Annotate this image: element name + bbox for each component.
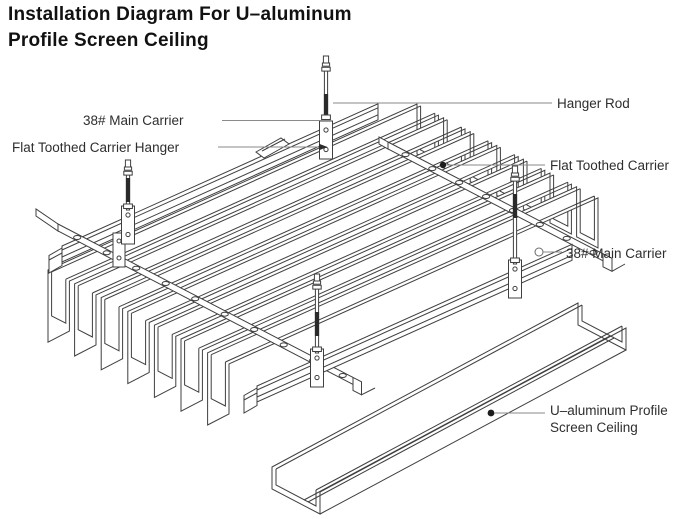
flat-toothed-carrier-hanger-hole bbox=[116, 255, 122, 261]
flat-toothed-carrier-front-hole bbox=[132, 265, 141, 271]
hanger-rod-left-bracket-hole bbox=[125, 212, 131, 218]
hanger-rod-top-bracket bbox=[319, 120, 333, 160]
hanger-rod-center-thread bbox=[314, 312, 320, 336]
flat-toothed-carrier-back-hole bbox=[455, 180, 464, 185]
label-u-profile-line2: Screen Ceiling bbox=[550, 420, 638, 435]
flat-toothed-carrier-front-end bbox=[352, 376, 362, 396]
page-title-line1: Installation Diagram For U–aluminum bbox=[8, 4, 352, 25]
hanger-rod-right-bracket-hole bbox=[512, 266, 518, 272]
hanger-rod-left-bracket-hole bbox=[125, 231, 131, 238]
page-title: Installation Diagram For U–aluminum Prof… bbox=[8, 2, 468, 54]
hanger-rod-center-bracket-hole bbox=[314, 374, 320, 381]
flat-toothed-carrier-front-hole bbox=[250, 327, 259, 332]
u-profile-end-notch bbox=[184, 340, 200, 394]
flat-toothed-carrier-back-hole bbox=[589, 249, 598, 255]
carrier-clip-line bbox=[261, 138, 286, 152]
u-profile-end-notch bbox=[77, 285, 93, 338]
main-carrier-upper-end-cap-line bbox=[48, 252, 63, 261]
flat-toothed-carrier-back-tab bbox=[378, 136, 389, 150]
hanger-rod-top-head bbox=[322, 55, 330, 64]
main-carrier-lower-end-cap-line bbox=[243, 392, 258, 401]
label-flat-toothed-carrier: Flat Toothed Carrier bbox=[550, 158, 670, 173]
flat-toothed-carrier-back-hole bbox=[482, 194, 491, 199]
hanger-rod-center-collar bbox=[312, 284, 322, 290]
flat-toothed-carrier-back-hole bbox=[562, 235, 571, 241]
flat-toothed-carrier-back-hole bbox=[401, 152, 410, 158]
flat-toothed-carrier-front-hole bbox=[191, 296, 200, 302]
hanger-rod-right-nut bbox=[510, 257, 520, 263]
flat-toothed-carrier-front-tab bbox=[35, 208, 59, 232]
label-u-profile-line1: U–aluminum Profile bbox=[550, 403, 668, 418]
main-carrier-lower-end-cap bbox=[243, 387, 258, 414]
hanger-rod-right-collar bbox=[510, 176, 520, 182]
suspended-ceiling-assembly bbox=[35, 55, 626, 426]
u-profile-end-notch bbox=[130, 313, 147, 366]
u-aluminum-profile-detached bbox=[271, 302, 627, 515]
hanger-rod-left-head bbox=[124, 159, 132, 168]
hanger-rod-top-nut bbox=[321, 114, 331, 120]
label-main-carrier-left: 38# Main Carrier bbox=[83, 113, 184, 128]
label-main-carrier-right: 38# Main Carrier bbox=[566, 246, 667, 261]
leader-dot-flat-toothed-carrier bbox=[439, 161, 447, 169]
hanger-rod-right-bracket bbox=[508, 259, 522, 299]
u-profile-end-notch bbox=[579, 188, 595, 241]
label-hanger-rod: Hanger Rod bbox=[557, 96, 630, 111]
hanger-rod-center-nut bbox=[312, 346, 322, 352]
flat-toothed-carrier-front-hole bbox=[220, 311, 229, 317]
u-profile-end-notch bbox=[51, 271, 67, 325]
hanger-rod-center-bracket-hole bbox=[314, 355, 320, 361]
hanger-rod-center-bracket bbox=[310, 348, 324, 388]
flat-toothed-carrier-back-foot bbox=[611, 263, 626, 272]
flat-toothed-carrier-back-hole bbox=[428, 166, 437, 172]
hanger-rod-right-washer bbox=[510, 172, 520, 177]
hanger-rod-center-washer bbox=[312, 280, 322, 285]
hanger-rod-top-collar bbox=[321, 66, 331, 72]
flat-toothed-carrier-front-hole bbox=[279, 342, 288, 348]
hanger-rod-right-thread bbox=[512, 194, 518, 218]
hanger-rod-left-nut bbox=[123, 203, 133, 209]
u-profile-inner-edge bbox=[65, 112, 436, 280]
hanger-rod-left-bracket bbox=[121, 205, 135, 245]
flat-toothed-carrier-front-hole bbox=[338, 373, 347, 378]
flat-toothed-carrier-front-hole bbox=[102, 250, 111, 256]
flat-toothed-carrier-front-foot bbox=[361, 387, 376, 396]
label-flat-toothed-carrier-hanger: Flat Toothed Carrier Hanger bbox=[12, 140, 180, 155]
u-profile-end-notch bbox=[157, 327, 173, 380]
flat-toothed-carrier-front-hole bbox=[73, 235, 82, 240]
hanger-rod-right-shaft bbox=[512, 180, 518, 265]
hanger-rod-left-washer bbox=[123, 166, 133, 171]
u-profile-end-notch bbox=[104, 299, 120, 352]
hanger-rod-center-head bbox=[313, 273, 321, 282]
hanger-rod-top-thread bbox=[323, 94, 329, 118]
hanger-rod-top-bracket-hole bbox=[323, 127, 329, 133]
arrowhead bbox=[319, 143, 328, 151]
flat-toothed-carrier-front-hole bbox=[161, 281, 170, 286]
hanger-rod-right-head bbox=[511, 165, 519, 174]
flat-toothed-carrier-back-hole bbox=[535, 222, 544, 227]
label-u-profile: U–aluminum Profile Screen Ceiling bbox=[550, 402, 668, 436]
page-title-line2: Profile Screen Ceiling bbox=[8, 30, 209, 51]
u-profile-end-notch bbox=[210, 354, 226, 407]
carrier-clip bbox=[255, 137, 290, 159]
hanger-rod-right-bracket-hole bbox=[512, 285, 518, 292]
leader-lines bbox=[218, 102, 562, 417]
hanger-rod-top-washer bbox=[321, 62, 331, 67]
hanger-rod-left-collar bbox=[123, 170, 133, 176]
leader-ring-main-carrier-right bbox=[534, 247, 544, 257]
leader-dot-u-profile bbox=[487, 409, 495, 417]
hanger-rod-left-thread bbox=[125, 178, 131, 202]
